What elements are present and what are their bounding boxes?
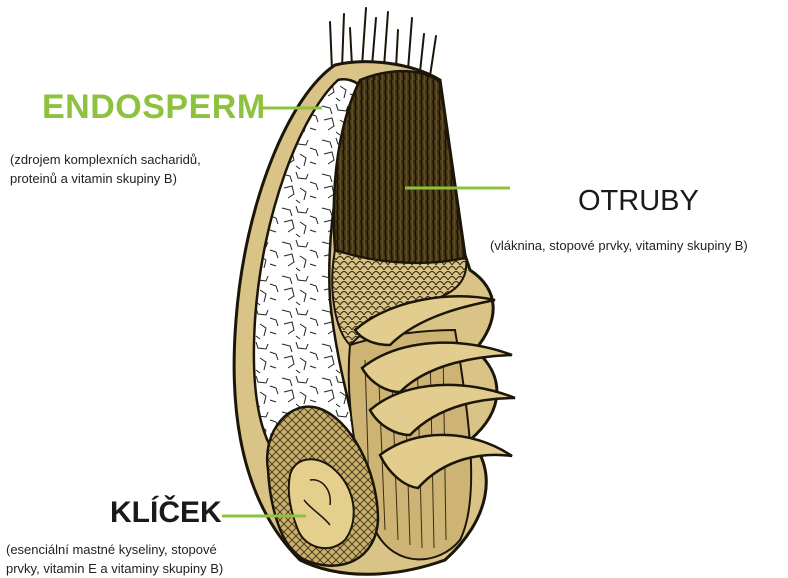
klicek-desc-line2: prvky, vitamin E a vitaminy skupiny B) [6, 559, 276, 578]
otruby-description: (vláknina, stopové prvky, vitaminy skupi… [490, 236, 788, 255]
klicek-description: (esenciální mastné kyseliny, stopové prv… [6, 540, 276, 578]
endosperm-desc-line1: (zdrojem komplexních sacharidů, [10, 150, 280, 169]
endosperm-description: (zdrojem komplexních sacharidů, proteinů… [10, 150, 280, 188]
bran-layer [334, 71, 465, 263]
endosperm-desc-line2: proteinů a vitamin skupiny B) [10, 169, 280, 188]
klicek-title: KLÍČEK [110, 496, 222, 530]
klicek-desc-line1: (esenciální mastné kyseliny, stopové [6, 540, 276, 559]
endosperm-title: ENDOSPERM [42, 88, 266, 127]
otruby-title: OTRUBY [578, 185, 699, 218]
